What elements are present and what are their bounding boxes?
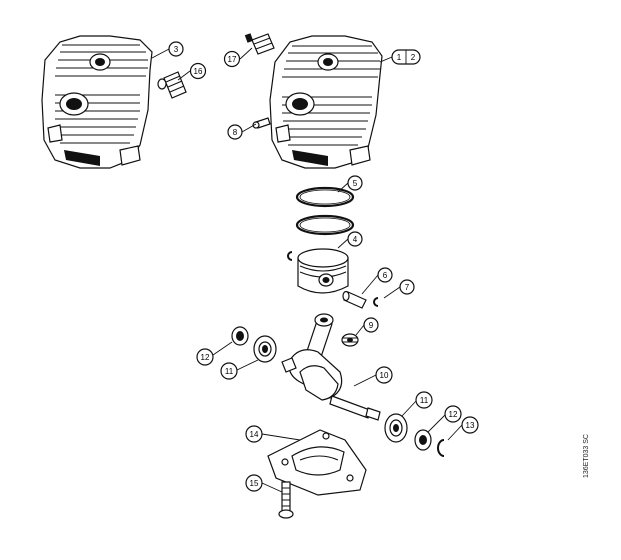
callout-16-label: 16: [194, 67, 203, 76]
needle-cage: [341, 333, 359, 347]
callout-11-right: 11: [415, 391, 433, 409]
callout-14-label: 14: [250, 430, 259, 439]
callout-16: 16: [189, 62, 207, 80]
callout-11-left: 11: [220, 362, 238, 380]
circlip-top: [373, 297, 379, 307]
callout-13: 13: [461, 416, 479, 434]
callout-4-label: 4: [353, 235, 358, 244]
callout-1-label: 1: [397, 53, 402, 62]
callout-3: 3: [168, 41, 184, 57]
callout-11-right-label: 11: [420, 396, 429, 405]
cylinder-right: [269, 35, 383, 169]
piston: [287, 248, 349, 294]
callout-4: 4: [347, 231, 363, 247]
callout-11-left-label: 11: [225, 367, 234, 376]
decompression-valve: [157, 71, 187, 99]
crankshaft: [281, 313, 381, 421]
piston-pin: [342, 290, 367, 309]
drawing-code: 136ET033 SC: [583, 434, 590, 478]
callout-1-2: 1 2: [391, 49, 421, 65]
callout-10: 10: [375, 366, 393, 384]
callout-5-label: 5: [353, 179, 358, 188]
screw: [278, 481, 294, 519]
callout-12-left-label: 12: [201, 353, 210, 362]
callout-10-label: 10: [380, 371, 389, 380]
seal-left: [231, 326, 249, 346]
leader-lines: [151, 47, 463, 493]
callout-5: 5: [347, 175, 363, 191]
callout-8: 8: [227, 124, 243, 140]
crankcase-cover: [267, 429, 367, 496]
callout-13-label: 13: [466, 421, 475, 430]
callout-8-label: 8: [233, 128, 238, 137]
callout-17-label: 17: [228, 55, 237, 64]
callout-2-label: 2: [411, 53, 416, 62]
callout-15-label: 15: [250, 479, 259, 488]
callout-12-right: 12: [444, 405, 462, 423]
callout-6: 6: [377, 267, 393, 283]
callout-17: 17: [223, 50, 241, 68]
valve-top: [244, 33, 275, 55]
cylinder-left: [41, 35, 153, 169]
circlip-right: [437, 439, 445, 457]
callout-12-right-label: 12: [449, 410, 458, 419]
callout-7-label: 7: [405, 283, 410, 292]
callout-3-label: 3: [174, 45, 179, 54]
seal-right: [414, 429, 432, 451]
callout-6-label: 6: [383, 271, 388, 280]
bearing-left: [253, 335, 277, 363]
fitting-small: [252, 117, 271, 129]
callout-9-label: 9: [369, 321, 374, 330]
callout-12-left: 12: [196, 348, 214, 366]
callout-9: 9: [363, 317, 379, 333]
callout-7: 7: [399, 279, 415, 295]
bearing-right: [384, 413, 408, 443]
piston-rings: [295, 186, 355, 236]
callout-15: 15: [245, 474, 263, 492]
callout-14: 14: [245, 425, 263, 443]
